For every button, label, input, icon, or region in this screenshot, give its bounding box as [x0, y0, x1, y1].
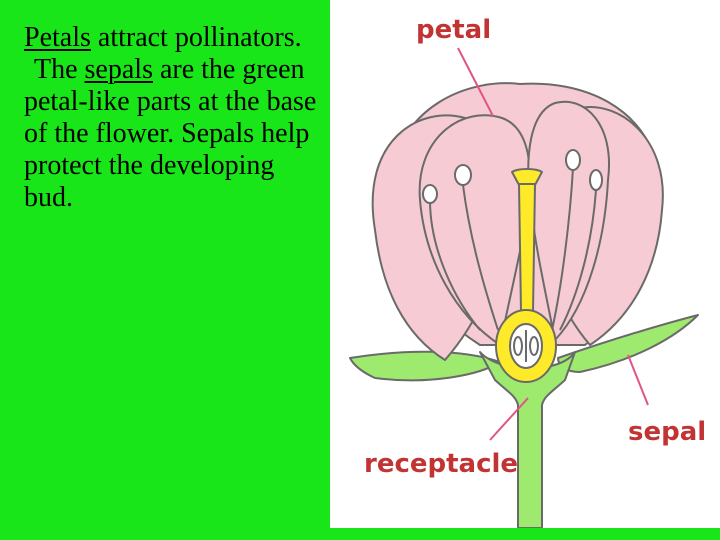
- anther-2: [454, 164, 472, 186]
- ovules: [513, 330, 539, 362]
- anthers: [422, 149, 603, 204]
- sepals-keyword: sepals: [84, 54, 153, 85]
- anther-3: [565, 149, 581, 171]
- filament-4: [559, 189, 597, 331]
- ovule-1: [513, 336, 523, 356]
- receptacle-pointer: [489, 397, 529, 441]
- anther-4: [589, 169, 603, 191]
- sepal-pointer: [627, 354, 649, 406]
- petal-pointer: [457, 47, 494, 117]
- ovule-2: [529, 336, 539, 356]
- pointers: [457, 47, 649, 441]
- text-panel: Petals attract pollinators. The sepals a…: [0, 0, 330, 540]
- filament-2: [462, 184, 499, 331]
- petals-sentence: Petals attract pollinators.: [24, 22, 320, 54]
- receptacle-label: receptacle: [364, 449, 518, 479]
- sepal-label: sepal: [628, 417, 706, 447]
- sepal-left: [349, 350, 501, 382]
- anther-1: [422, 184, 438, 204]
- filament-3: [551, 167, 574, 331]
- sepals-sentence: The sepals are the green petal-like part…: [24, 54, 320, 214]
- sepals-sentence-lead: The: [34, 54, 85, 85]
- style: [518, 183, 536, 313]
- stamens: [422, 149, 603, 331]
- flower-diagram-svg: petal sepal receptacle: [349, 15, 706, 528]
- filament-1: [429, 199, 481, 331]
- pistil: [495, 168, 557, 383]
- petal-label: petal: [416, 15, 491, 45]
- sepals-sentence-rest: are the green petal-like parts at the ba…: [24, 54, 317, 213]
- petals-sentence-rest: attract pollinators.: [90, 22, 302, 53]
- flower-diagram: petal sepal receptacle: [330, 0, 720, 528]
- description-text: Petals attract pollinators. The sepals a…: [24, 22, 320, 214]
- stigma: [511, 168, 543, 186]
- petals-keyword: Petals: [24, 22, 91, 53]
